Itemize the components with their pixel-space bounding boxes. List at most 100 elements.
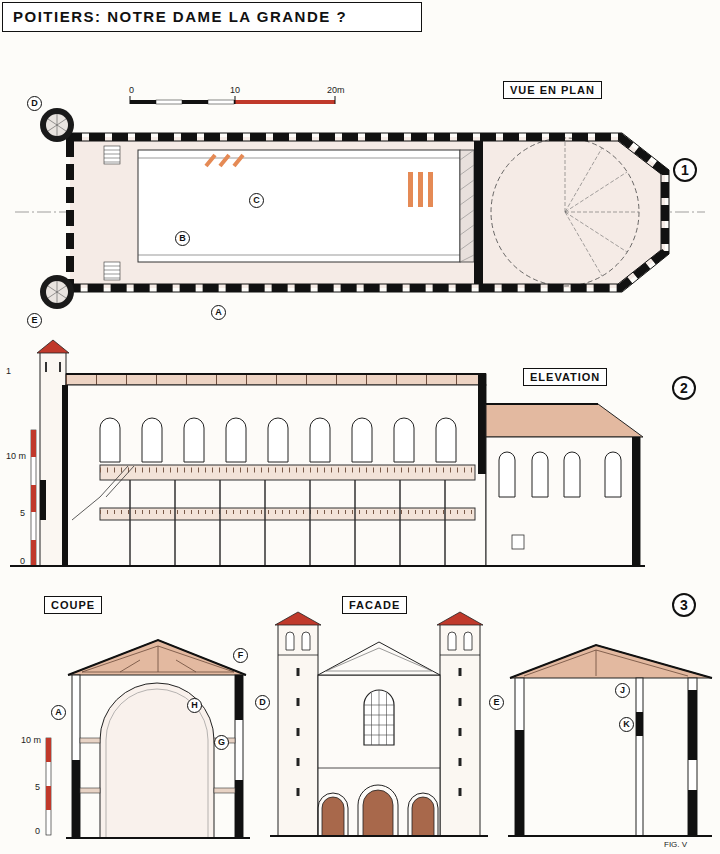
callout-letter-circle: E — [27, 313, 42, 328]
callout-label: D — [31, 99, 38, 108]
view-heading: VUE EN PLAN — [510, 84, 595, 96]
west-facade-part-part — [448, 632, 456, 650]
scale-label: 20m — [327, 86, 345, 96]
floor-plan-part — [104, 262, 120, 280]
callout-letter-circle: A — [211, 305, 226, 320]
callout-label: D — [259, 698, 266, 707]
plan-scale-bar-part — [130, 96, 335, 104]
side-elevation-part-part — [226, 418, 246, 462]
callout-letter-circle: D — [27, 96, 42, 111]
west-facade-part — [364, 690, 394, 745]
callout-label: E — [493, 698, 499, 707]
plan-scale-bar-part — [156, 100, 182, 104]
view-heading: FACADE — [349, 599, 400, 611]
callout-label: A — [55, 708, 62, 717]
callout-label: G — [218, 738, 225, 747]
floor-plan-part — [460, 150, 474, 262]
cross-section-part — [72, 760, 80, 838]
figure-number-circle: 3 — [672, 593, 696, 617]
choir-section-part — [515, 678, 524, 836]
callout-letter-circle: F — [233, 648, 248, 663]
floor-plan-part — [66, 137, 665, 288]
elevation-scale-bar-part — [31, 430, 36, 565]
callout-letter-circle: H — [187, 698, 202, 713]
side-elevation — [10, 340, 645, 566]
view-heading-box: VUE EN PLAN — [503, 81, 602, 99]
west-facade-part — [270, 835, 488, 837]
floor-plan-part — [428, 172, 433, 207]
side-elevation-part — [66, 373, 486, 375]
section-scale-bar-part — [46, 786, 51, 810]
floor-plan-part — [74, 141, 661, 284]
side-elevation-part-part — [532, 452, 548, 497]
side-elevation-part — [37, 340, 69, 353]
floor-plan-part — [40, 275, 74, 309]
west-facade-part — [408, 793, 438, 836]
side-elevation-part — [10, 565, 645, 567]
side-elevation-part-part — [499, 452, 515, 497]
floor-plan-part — [474, 141, 483, 284]
side-elevation-part-part — [394, 418, 414, 462]
cross-section — [66, 640, 250, 838]
plan-scale-bar-part — [208, 100, 234, 104]
floor-plan-part — [46, 114, 68, 136]
cross-section-part — [82, 646, 234, 672]
side-elevation-part-part — [310, 418, 330, 462]
choir-section-part — [636, 712, 643, 736]
callout-label: A — [215, 308, 222, 317]
side-elevation-part — [46, 362, 60, 372]
floor-plan-part — [408, 172, 413, 207]
floor-plan-part — [66, 141, 74, 284]
section-scale-bar — [46, 738, 51, 835]
elevation-scale-bar — [31, 430, 36, 565]
choir-section-part — [510, 645, 712, 678]
cross-section-part — [235, 675, 243, 720]
elevation-scale-bar-part — [31, 430, 36, 457]
floor-plan-part — [40, 108, 74, 142]
floor-plan-part — [138, 255, 460, 256]
callout-label: 1 — [681, 163, 689, 177]
callout-label: K — [623, 720, 630, 729]
cross-section-part — [80, 788, 100, 793]
scale-label: 5 — [35, 783, 40, 793]
callout-label: H — [191, 701, 198, 710]
floor-plan-part — [491, 138, 639, 286]
side-elevation-part — [486, 403, 598, 405]
callout-letter-circle: J — [615, 683, 630, 698]
cross-section-part — [100, 683, 214, 838]
side-elevation-part — [66, 385, 486, 566]
floor-plan-part — [70, 137, 665, 288]
side-elevation-part-part — [268, 418, 288, 462]
floor-plan-part — [104, 150, 120, 162]
floor-plan-part — [46, 281, 68, 303]
side-elevation-part — [66, 374, 486, 385]
callout-letter-circle: B — [175, 231, 190, 246]
section-scale-bar-part — [46, 738, 51, 835]
side-elevation-part — [478, 374, 486, 474]
side-elevation-part — [486, 437, 640, 566]
scale-label: 1 — [6, 367, 11, 377]
side-elevation-part-part — [436, 418, 456, 462]
floor-plan-part — [418, 172, 423, 207]
callout-letter-circle: K — [619, 717, 634, 732]
callout-label: B — [179, 234, 186, 243]
west-facade-part — [318, 675, 440, 836]
view-heading: ELEVATION — [530, 371, 600, 383]
view-heading-box: FACADE — [342, 596, 407, 614]
cross-section-part — [72, 675, 80, 838]
west-facade-part — [318, 642, 440, 675]
scale-label: 0 — [20, 557, 25, 567]
scale-label: 0 — [129, 86, 134, 96]
elevation-scale-bar-part — [31, 540, 36, 565]
floor-plan-part — [565, 140, 639, 276]
plan-scale-bar — [130, 96, 335, 104]
title-box: POITIERS: NOTRE DAME LA GRANDE ? — [2, 2, 422, 32]
cross-section-part — [80, 738, 100, 743]
callout-label: F — [238, 651, 244, 660]
choir-section-part — [688, 790, 697, 836]
west-facade-part-part — [464, 632, 472, 650]
scale-label: 10 m — [21, 736, 41, 746]
floor-plan-part — [104, 266, 120, 278]
side-elevation-part — [512, 535, 524, 549]
